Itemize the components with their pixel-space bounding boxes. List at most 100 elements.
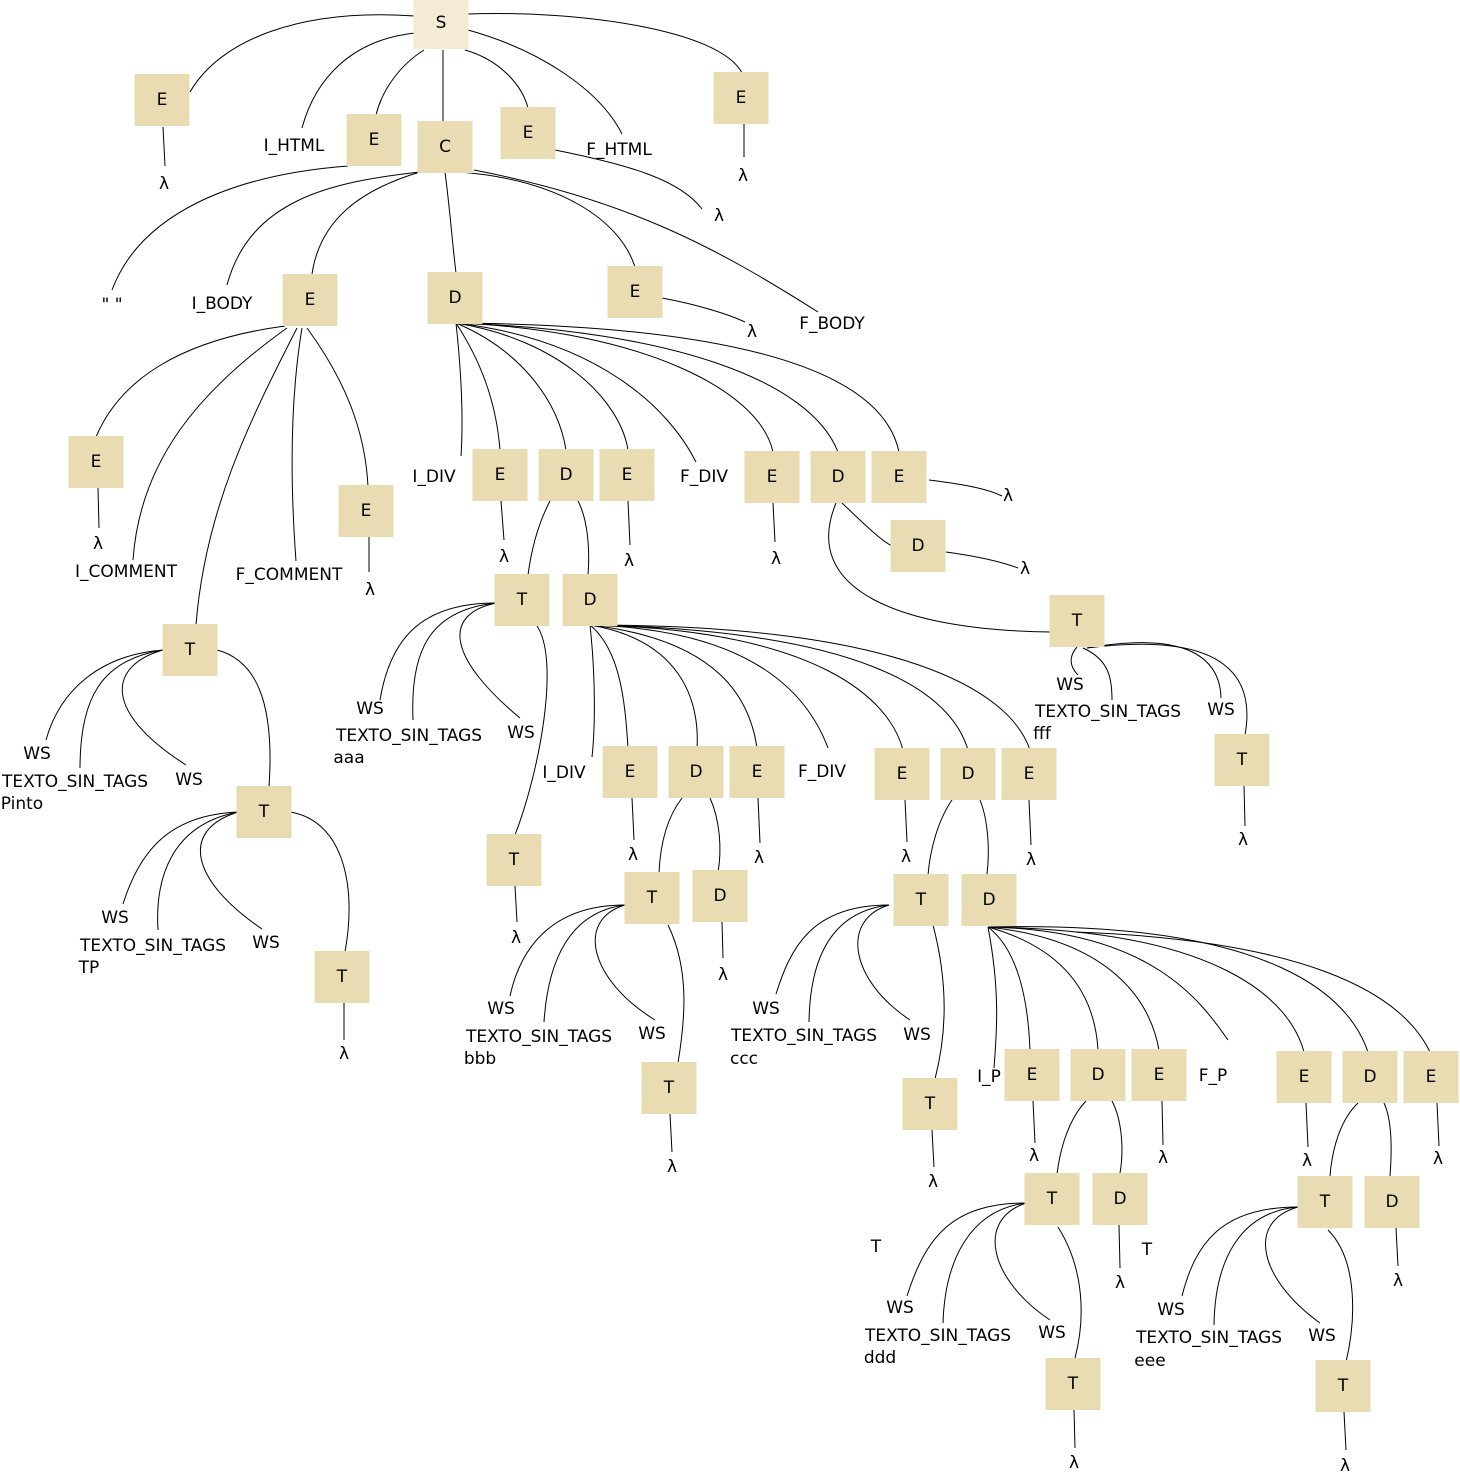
label-texto-sin-tags: TEXTO_SIN_TAGS [335,726,482,746]
node-d7: D [940,748,996,800]
label-ws: WS [752,999,780,1019]
tree-edge [904,799,908,843]
node-label: T [663,1078,675,1098]
tree-edge [554,149,703,210]
lambda-e6: λ [747,322,757,342]
node-e12: E [871,451,927,503]
label-ws: WS [175,770,203,790]
node-label: E [305,290,316,310]
tree-edge [1056,1100,1087,1175]
text-fff: fff [1033,724,1052,744]
node-box [162,624,218,676]
tree-edge [1243,785,1246,827]
tree-edge [509,904,626,997]
tree-edge [226,171,421,286]
node-label: E [91,452,102,472]
label-f-html: F_HTML [586,140,652,160]
node-label: D [982,890,995,910]
tree-edge [97,487,100,529]
lambda-t5: λ [511,928,521,948]
tree-edge [1265,1206,1321,1324]
node-box [538,449,594,501]
node-label: T [646,888,658,908]
tree-edge [775,904,890,995]
label-stray-t: T [1141,1240,1153,1260]
lambda-e20: λ [1433,1149,1443,1169]
label-f-div: F_DIV [798,762,846,782]
node-box [902,1078,958,1130]
text-eee: eee [1134,1351,1165,1371]
tree-edge [932,924,945,1080]
tree-edge [987,926,1369,1053]
node-t10: T [902,1078,958,1130]
node-box [624,872,680,924]
tree-edge [857,904,911,1021]
node-box [1297,1176,1353,1228]
tree-edge [987,926,1031,1051]
node-box [1049,595,1105,647]
node-e16: E [1001,748,1057,800]
node-d10: D [1070,1049,1126,1101]
tree-edge [444,171,457,274]
text-bbb: bbb [464,1049,496,1069]
node-t2: T [236,786,292,838]
node-box [236,786,292,838]
tree-edge [1327,1229,1354,1363]
node-box [1045,1358,1101,1410]
node-e3: E [500,107,556,159]
tree-edge [1057,1226,1082,1359]
lambda-t15: λ [1238,830,1248,850]
node-label: E [894,467,905,487]
node-box [871,451,927,503]
node-box [346,114,402,166]
lambda-t12: λ [1069,1453,1079,1473]
node-box [641,1062,697,1114]
tree-edge [1383,1102,1392,1177]
lambda-e10: λ [624,551,634,571]
label-ws: WS [1207,700,1235,720]
node-t3: T [314,951,370,1003]
node-t1: T [162,624,218,676]
text-ddd: ddd [864,1348,896,1368]
lambda-e19: λ [1302,1151,1312,1171]
text-tp: TP [78,958,100,978]
node-label: T [915,890,927,910]
tree-edge [667,924,685,1064]
node-label: C [439,137,451,157]
tree-edge [1213,1206,1299,1326]
tree-edge [1161,1100,1164,1146]
tree-edge [455,322,629,451]
lambda-d8: λ [718,965,728,985]
node-box [494,574,550,626]
node-e18: E [1131,1049,1187,1101]
tree-edge [289,811,350,953]
text-ccc: ccc [730,1049,758,1069]
tree-edge [1070,646,1079,676]
node-e1: E [134,74,190,126]
label-ws: WS [23,744,51,764]
node-label: E [625,762,636,782]
node-label: E [752,762,763,782]
tree-edge [808,904,890,1023]
node-box [1276,1051,1332,1103]
tree-edge [841,502,893,547]
tree-edge [589,624,698,749]
lambda-t3: λ [339,1044,349,1064]
node-label: E [495,465,506,485]
tree-edge [589,624,629,749]
node-e17: E [1004,1049,1060,1101]
label-empty-string: " " [101,295,122,315]
tree-edge [627,500,631,546]
tree-edge [200,811,263,930]
node-d6: D [668,746,724,798]
node-e13: E [602,746,658,798]
label-i-div: I_DIV [412,467,456,487]
tree-edge [1086,643,1248,736]
node-box [1214,734,1270,786]
node-box [893,874,949,926]
tree-edge [589,624,595,758]
tree-edge [291,327,303,562]
node-label: D [1113,1189,1126,1209]
node-box [1131,1049,1187,1101]
tree-edge [455,322,900,453]
